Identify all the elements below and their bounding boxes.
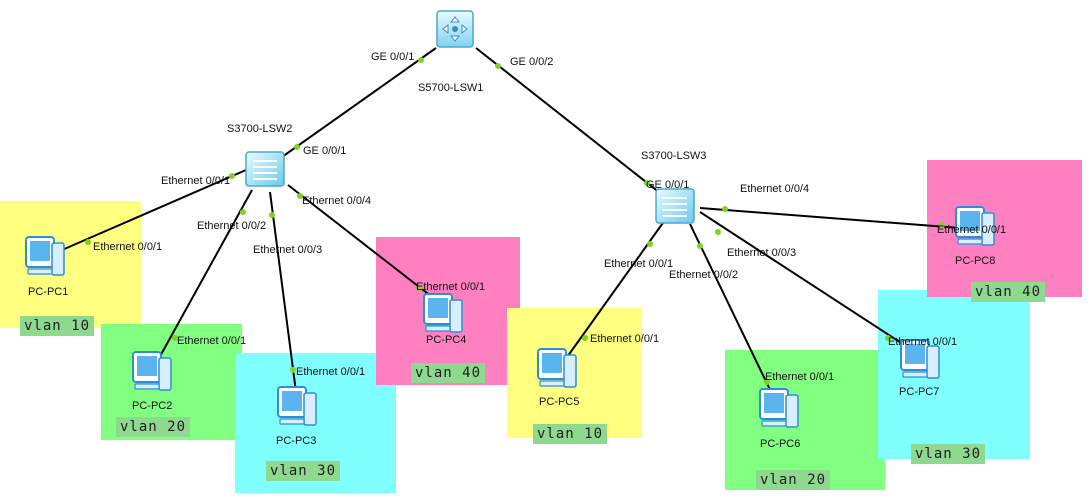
pc-pc3[interactable] xyxy=(274,383,320,429)
port-dot xyxy=(172,335,178,341)
link-lsw1-lsw2 xyxy=(281,47,437,158)
pc-pc1[interactable] xyxy=(22,233,68,279)
port-dot xyxy=(229,173,235,179)
link-lsw2-pc3 xyxy=(269,191,297,393)
port-label: Ethernet 0/0/1 xyxy=(296,366,366,378)
port-dot xyxy=(722,206,728,212)
port-label: Ethernet 0/0/1 xyxy=(765,371,835,383)
port-dot xyxy=(290,367,296,373)
port-dot xyxy=(417,285,423,291)
device-name-pc6: PC-PC6 xyxy=(760,438,801,450)
pc-icon xyxy=(132,351,172,391)
link-lsw3-pc7 xyxy=(699,211,913,351)
link-lsw2-pc2 xyxy=(157,189,253,361)
port-dot xyxy=(939,222,945,228)
port-dot xyxy=(582,335,588,341)
pc-icon xyxy=(423,293,463,333)
port-label: GE 0/0/1 xyxy=(303,145,347,157)
device-name-lsw1: S5700-LSW1 xyxy=(418,82,484,94)
vlan-zone-pc8 xyxy=(927,160,1082,297)
device-name-lsw3: S3700-LSW3 xyxy=(641,150,707,162)
port-dot xyxy=(294,144,300,150)
port-label: Ethernet 0/0/1 xyxy=(604,258,674,270)
vlan-zone-pc6 xyxy=(725,350,885,490)
vlan-badge-pc7: vlan 30 xyxy=(911,444,986,464)
vlan-badge-pc1: vlan 10 xyxy=(20,316,95,336)
device-name-pc5: PC-PC5 xyxy=(539,396,580,408)
pc-icon xyxy=(25,236,65,276)
port-label: Ethernet 0/0/1 xyxy=(937,224,1007,236)
device-name-pc1: PC-PC1 xyxy=(28,286,69,298)
device-name-pc8: PC-PC8 xyxy=(955,255,996,267)
port-dot xyxy=(715,229,721,235)
port-dot xyxy=(269,212,275,218)
port-label: Ethernet 0/0/3 xyxy=(253,244,323,256)
vlan-badge-pc6: vlan 20 xyxy=(756,470,831,490)
port-dot xyxy=(697,243,703,249)
device-name-pc2: PC-PC2 xyxy=(132,400,173,412)
switch-lsw3[interactable] xyxy=(653,186,697,226)
port-dot xyxy=(418,57,424,63)
switch-lsw2[interactable] xyxy=(243,149,287,189)
port-label: Ethernet 0/0/2 xyxy=(669,269,739,281)
pc-pc7[interactable] xyxy=(897,336,943,382)
switch-icon xyxy=(245,151,285,187)
port-dot xyxy=(297,193,303,199)
link-lsw1-lsw3 xyxy=(475,47,661,194)
vlan-zone-pc1 xyxy=(0,201,141,328)
pc-pc8[interactable] xyxy=(952,203,998,249)
port-dot xyxy=(647,241,653,247)
pc-icon xyxy=(955,206,995,246)
switch-icon xyxy=(655,188,695,224)
device-name-pc3: PC-PC3 xyxy=(276,435,317,447)
port-dot xyxy=(495,63,501,69)
port-dot xyxy=(885,335,891,341)
port-label: GE 0/0/1 xyxy=(371,51,415,63)
link-lsw3-pc6 xyxy=(689,223,776,401)
link-lsw2-pc4 xyxy=(287,184,437,301)
pc-icon xyxy=(759,388,799,428)
vlan-badge-pc8: vlan 40 xyxy=(971,282,1046,302)
port-label: GE 0/0/1 xyxy=(646,179,690,191)
vlan-badge-pc3: vlan 30 xyxy=(266,461,341,481)
port-label: Ethernet 0/0/1 xyxy=(161,175,231,187)
port-dot xyxy=(240,209,246,215)
port-label: Ethernet 0/0/1 xyxy=(93,241,163,253)
pc-pc6[interactable] xyxy=(756,385,802,431)
port-label: Ethernet 0/0/1 xyxy=(177,335,247,347)
port-label: Ethernet 0/0/4 xyxy=(302,195,372,207)
pc-icon xyxy=(277,386,317,426)
port-dot xyxy=(85,239,91,245)
port-label: Ethernet 0/0/1 xyxy=(590,333,660,345)
switch-lsw1[interactable] xyxy=(435,9,475,49)
port-label: Ethernet 0/0/2 xyxy=(197,220,267,232)
device-name-pc4: PC-PC4 xyxy=(426,334,467,346)
port-dot xyxy=(644,180,650,186)
link-lsw2-pc1 xyxy=(61,169,247,251)
device-name-pc7: PC-PC7 xyxy=(899,386,940,398)
vlan-badge-pc4: vlan 40 xyxy=(411,363,486,383)
vlan-badge-pc2: vlan 20 xyxy=(116,417,191,437)
pc-pc2[interactable] xyxy=(129,348,175,394)
port-label: GE 0/0/2 xyxy=(510,56,554,68)
core-switch-icon xyxy=(436,10,474,48)
port-dot xyxy=(764,379,770,385)
port-label: Ethernet 0/0/4 xyxy=(740,183,810,195)
pc-pc5[interactable] xyxy=(534,345,580,391)
port-label: Ethernet 0/0/1 xyxy=(888,336,958,348)
device-name-lsw2: S3700-LSW2 xyxy=(227,123,293,135)
pc-icon xyxy=(900,339,940,379)
vlan-badge-pc5: vlan 10 xyxy=(533,424,608,444)
port-label: Ethernet 0/0/1 xyxy=(416,281,486,293)
port-label: Ethernet 0/0/3 xyxy=(727,247,797,259)
pc-pc4[interactable] xyxy=(420,290,466,336)
link-lsw3-pc8 xyxy=(699,207,961,229)
pc-icon xyxy=(537,348,577,388)
